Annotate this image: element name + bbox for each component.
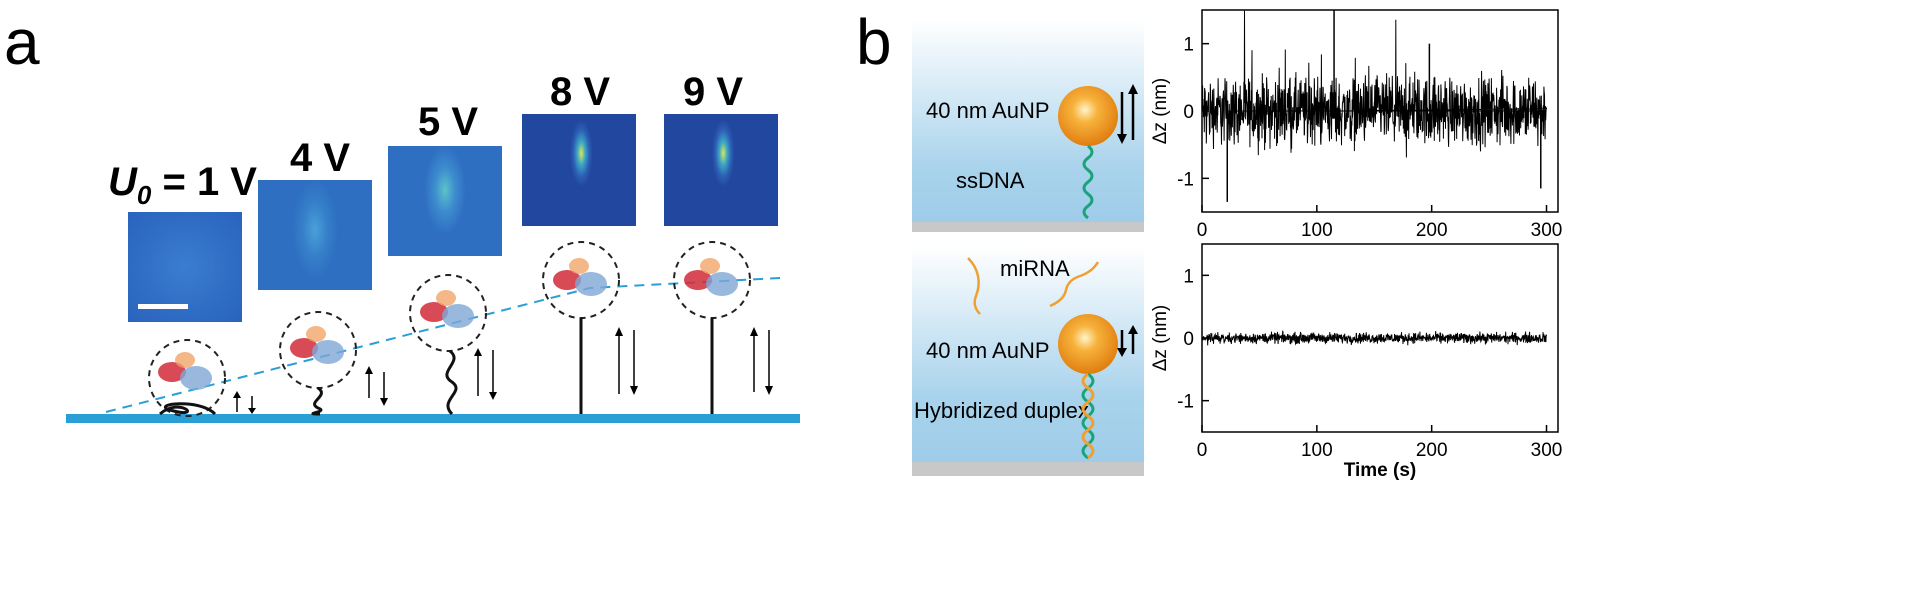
arrows-9v [750, 327, 773, 395]
afm-scan-9v [664, 114, 778, 226]
x-tick-label: 0 [1197, 440, 1208, 461]
voltage-label-4v: 4 V [290, 136, 351, 180]
x-tick-label: 100 [1301, 440, 1333, 461]
schematic-duplex: miRNA 40 nm AuNP Hybridized duplex [912, 246, 1144, 476]
strand-label: Hybridized duplex [914, 398, 1089, 423]
afm-scan-1v [128, 212, 242, 322]
trace-line [1201, 10, 1548, 158]
voltage-label-5v: 5 V [418, 100, 479, 144]
panel-a-schematic [66, 241, 800, 423]
voltage-symbol: U [108, 160, 137, 204]
y-tick-label: -1 [1177, 392, 1194, 413]
mirna-strand-2 [1049, 261, 1100, 308]
y-tick-label: 1 [1183, 35, 1194, 56]
gold-nanoparticle [1058, 86, 1118, 146]
afm-scan-8v [522, 114, 636, 226]
x-tick-label: 0 [1197, 220, 1208, 240]
voltage-label-8v: 8 V [550, 70, 611, 114]
voltage-value: = 1 V [151, 160, 257, 204]
schematic-duplex-drawing [967, 257, 1138, 460]
target-label: miRNA [1000, 256, 1070, 281]
mirna-strand-1 [967, 257, 981, 315]
x-tick-label: 300 [1531, 220, 1563, 240]
arrows-8v [615, 327, 638, 395]
protein-1v [148, 339, 226, 417]
schematic-ssdna-drawing [1058, 84, 1138, 220]
ssdna-strand [1082, 144, 1094, 220]
protein-4v [279, 311, 357, 416]
surface [912, 222, 1144, 232]
gold-nanoparticle [1058, 314, 1118, 374]
panel-a-letter: a [4, 6, 40, 78]
x-tick-label: 200 [1416, 220, 1448, 240]
y-tick-label: 1 [1183, 266, 1194, 287]
voltage-label-u0: U0 = 1 V [108, 160, 257, 211]
x-axis-label: Time (s) [1344, 460, 1417, 481]
arrows-4v [365, 366, 388, 406]
trace-chart-ssdna: 0 100 200 300 1 0 -1 Δz (nm) [1150, 9, 1563, 240]
x-tick-label: 200 [1416, 440, 1448, 461]
protein-8v [542, 241, 620, 414]
protein-9v [673, 241, 751, 414]
surface [912, 462, 1144, 476]
panel-b-letter: b [856, 6, 892, 78]
voltage-subscript: 0 [136, 180, 152, 210]
voltage-label-9v: 9 V [683, 70, 744, 114]
schematic-ssdna: 40 nm AuNP ssDNA [912, 20, 1144, 232]
trace-chart-duplex: 0 100 200 300 1 0 -1 Δz (nm) Time (s) [1150, 243, 1563, 481]
y-tick-label: 0 [1183, 329, 1194, 350]
strand-label: ssDNA [956, 168, 1025, 193]
y-tick-label: -1 [1177, 169, 1194, 190]
substrate [66, 414, 800, 423]
x-tick-label: 300 [1531, 440, 1563, 461]
y-axis-label: Δz (nm) [1150, 305, 1171, 372]
particle-label: 40 nm AuNP [926, 98, 1050, 123]
x-tick-label: 100 [1301, 220, 1333, 240]
arrows-5v [474, 348, 497, 400]
y-axis-label: Δz (nm) [1150, 78, 1171, 145]
trace-line [1201, 330, 1547, 346]
y-tick-label: 0 [1183, 102, 1194, 123]
protein-5v [409, 274, 487, 416]
afm-scan-4v [258, 180, 372, 290]
afm-scan-5v [388, 146, 502, 256]
duplex-strand-b [1081, 372, 1095, 460]
particle-label: 40 nm AuNP [926, 338, 1050, 363]
arrows-1v [233, 391, 256, 414]
scale-bar [138, 304, 188, 309]
